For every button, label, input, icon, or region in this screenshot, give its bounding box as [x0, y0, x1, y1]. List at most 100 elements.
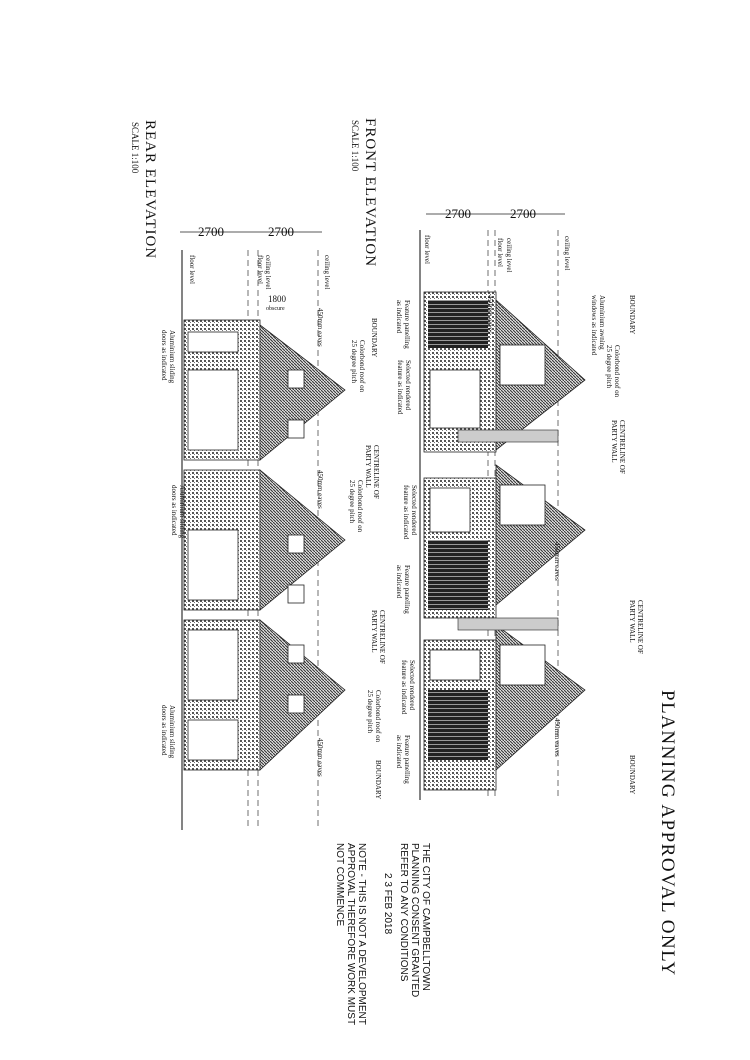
- front-note-centreline-1: CENTRELINE OF: [618, 420, 626, 474]
- rear-window-6: [287, 694, 305, 714]
- front-unit-1-window: [499, 344, 546, 386]
- rear-ceiling-level-2: ceiling level: [323, 255, 331, 289]
- svg-text:25 degree pitch: 25 degree pitch: [350, 340, 358, 384]
- front-dim-2: 2700: [510, 206, 536, 221]
- front-note-boundary-bottom: BOUNDARY: [628, 755, 636, 794]
- front-note-render-1: Selected rendered: [404, 360, 412, 410]
- front-note-centreline-1b: PARTY WALL: [610, 420, 618, 463]
- rear-dim-2: 2700: [268, 224, 294, 239]
- rear-window-1: [287, 369, 305, 389]
- svg-text:25 degree pitch: 25 degree pitch: [605, 345, 613, 389]
- front-note-eaves-1: 450mm eaves: [553, 542, 561, 581]
- sheet-title: PLANNING APPROVAL ONLY: [657, 690, 678, 977]
- front-note-panelling-2: Feature panelling: [403, 565, 411, 614]
- rear-note-boundary-top: BOUNDARY: [370, 318, 378, 357]
- front-note-panelling-3: Feature panelling: [403, 735, 411, 784]
- front-ceiling-level-1: floor level: [496, 238, 504, 267]
- front-note-awning-1: Aluminium awning: [598, 295, 606, 350]
- front-note-panelling-1: Feature panelling: [403, 300, 411, 349]
- front-unit-1-render: [429, 369, 481, 429]
- rear-window-2: [287, 419, 305, 439]
- rear-note-sliding-2: Aluminium sliding: [178, 485, 186, 539]
- rear-unit-1-door: [187, 369, 239, 451]
- rear-ceiling-level-1: floor level: [256, 255, 264, 284]
- front-ceiling-level-1b: ceiling level: [505, 238, 513, 272]
- council-stamp: THE CITY OF CAMPBELLTOWN PLANNING CONSEN…: [334, 843, 431, 1025]
- rear-unit-3-door: [187, 629, 239, 701]
- front-party-wall-2: [457, 617, 559, 631]
- front-dim-1: 2700: [445, 206, 471, 221]
- front-note-render-2: Selected rendered: [410, 485, 418, 535]
- rear-note-eaves-1: 450mm eaves: [316, 308, 324, 347]
- svg-text:windows as indicated: windows as indicated: [590, 295, 598, 356]
- front-note-colorbond-1: Colorbond roof on: [613, 345, 621, 398]
- rear-window-4: [287, 584, 305, 604]
- stamp-line-3: REFER TO ANY CONDITIONS: [398, 843, 409, 982]
- rear-note-eaves-2: 450mm eaves: [316, 470, 324, 509]
- stamp-date: 2 3 FEB 2018: [382, 873, 393, 935]
- front-note-centreline-2b: PARTY WALL: [628, 600, 636, 643]
- svg-text:feature as indicated: feature as indicated: [402, 485, 410, 540]
- stamp-note-3: NOT COMMENCE: [334, 843, 345, 926]
- rear-unit-1-door-top: [187, 331, 239, 353]
- front-party-wall-1: [457, 429, 559, 443]
- rear-note-boundary-bottom: BOUNDARY: [374, 760, 382, 799]
- front-unit-2-render: [429, 487, 471, 533]
- svg-text:as indicated: as indicated: [395, 735, 403, 769]
- svg-text:as indicated: as indicated: [395, 300, 403, 334]
- rear-window-5: [287, 644, 305, 664]
- rear-note-sliding-3: Aluminium sliding: [168, 705, 176, 759]
- rear-note-colorbond-3: Colorbond roof on: [374, 690, 382, 743]
- front-note-centreline-2: CENTRELINE OF: [636, 600, 644, 654]
- rear-note-colorbond-2: Colorbond roof on: [356, 480, 364, 533]
- svg-text:PARTY WALL: PARTY WALL: [364, 445, 372, 488]
- rear-floor-level: floor level: [188, 255, 196, 284]
- svg-text:doors as indicated: doors as indicated: [160, 705, 168, 756]
- rear-unit-1-roof: [259, 324, 346, 461]
- front-ceiling-level-2: ceiling level: [563, 236, 571, 270]
- svg-text:feature as indicated: feature as indicated: [396, 360, 404, 415]
- rear-note-eaves-3: 450mm eaves: [316, 738, 324, 777]
- front-note-eaves-2: 450mm eaves: [553, 718, 561, 757]
- svg-text:doors as indicated: doors as indicated: [160, 330, 168, 381]
- front-unit-3-render: [429, 649, 481, 681]
- front-unit-1-panelling: [428, 300, 488, 348]
- svg-text:25 degree pitch: 25 degree pitch: [366, 690, 374, 734]
- front-unit-2-window: [499, 484, 546, 526]
- svg-text:as indicated: as indicated: [395, 565, 403, 599]
- rear-unit-2-door: [187, 529, 239, 601]
- rear-dim-1: 2700: [198, 224, 224, 239]
- front-unit-3-panelling: [428, 690, 488, 760]
- rear-elevation: REAR ELEVATION SCALE 1:100 2700 2700 flo…: [130, 120, 386, 830]
- rear-heading: REAR ELEVATION: [142, 120, 158, 259]
- front-scale: SCALE 1:100: [350, 120, 360, 172]
- front-note-render-3: Selected rendered: [408, 660, 416, 710]
- rear-note-centreline-2: CENTRELINE OF: [378, 610, 386, 664]
- svg-text:PARTY WALL: PARTY WALL: [370, 610, 378, 653]
- stamp-line-1: THE CITY OF CAMPBELLTOWN: [420, 843, 431, 991]
- rear-window-3: [287, 534, 305, 554]
- front-note-eaves-3: 450mm eaves: [486, 295, 494, 334]
- stamp-line-2: PLANNING CONSENT GRANTED: [409, 843, 420, 997]
- stamp-note-1: NOTE - THIS IS NOT A DEVELOPMENT: [356, 843, 367, 1025]
- front-unit-3-window: [499, 644, 546, 686]
- front-unit-2-panelling: [428, 540, 488, 610]
- front-elevation: FRONT ELEVATION SCALE 1:100 2700 2700 fl…: [350, 118, 644, 800]
- front-note-boundary-top: BOUNDARY: [628, 295, 636, 334]
- front-floor-level: floor level: [423, 235, 431, 264]
- svg-text:ceiling level: ceiling level: [264, 255, 272, 289]
- rear-sill-dim: 1800: [268, 294, 287, 304]
- svg-text:doors as indicated: doors as indicated: [170, 485, 178, 536]
- rear-obscure-note: obscure: [266, 306, 285, 312]
- svg-text:25 degree pitch: 25 degree pitch: [348, 480, 356, 524]
- rear-note-colorbond-1: Colorbond roof on: [358, 340, 366, 393]
- stamp-note-2: APPROVAL THEREFORE WORK MUST: [345, 843, 356, 1025]
- sheet-title-group: PLANNING APPROVAL ONLY: [657, 690, 678, 977]
- rear-note-sliding-1: Aluminium sliding: [168, 330, 176, 384]
- rear-note-centreline-1: CENTRELINE OF: [372, 445, 380, 499]
- svg-text:feature as indicated: feature as indicated: [400, 660, 408, 715]
- rear-unit-3-door-bottom: [187, 719, 239, 761]
- rear-scale: SCALE 1:100: [130, 122, 140, 174]
- front-heading: FRONT ELEVATION: [362, 118, 378, 267]
